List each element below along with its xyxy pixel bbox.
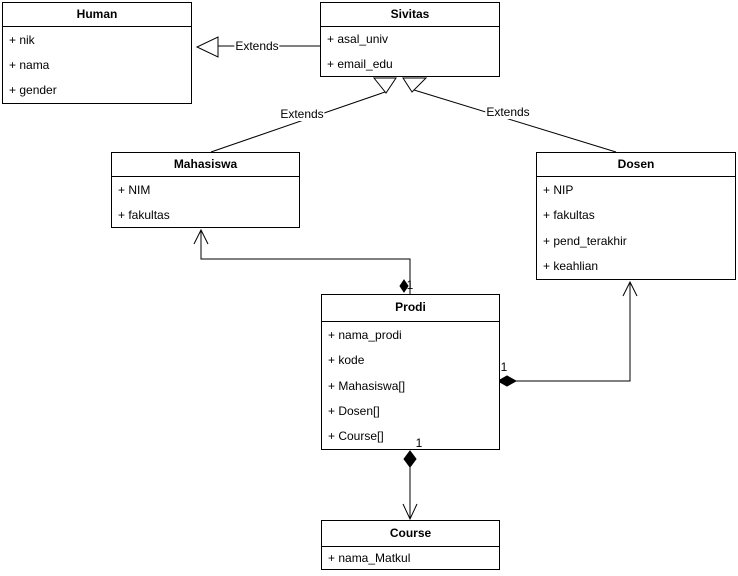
class-attribute: + NIM	[118, 182, 151, 197]
class-attribute: + pend_terakhir	[543, 233, 627, 248]
class-attribute: + asal_univ	[327, 32, 389, 47]
edge-prodi-to-course[interactable]	[402, 450, 418, 521]
edge-dosen-extends-sivitas[interactable]	[402, 77, 617, 153]
class-attribute: + nama_prodi	[328, 327, 402, 342]
generalization-arrowhead-icon	[402, 77, 428, 93]
edge-line	[200, 230, 411, 294]
open-arrowhead-icon	[622, 280, 638, 297]
class-box-sivitas[interactable]: Sivitas + asal_univ + email_edu	[320, 2, 500, 77]
class-attributes: + nama_prodi + kode + Mahasiswa[] + Dose…	[322, 322, 499, 449]
generalization-arrowhead-icon	[195, 36, 219, 58]
class-attribute: + keahlian	[543, 259, 599, 274]
class-attributes: + asal_univ + email_edu	[321, 27, 499, 76]
class-attribute: + NIP	[543, 182, 574, 197]
class-attribute: + nama	[9, 57, 50, 72]
class-box-course[interactable]: Course + nama_Matkul	[321, 520, 500, 570]
class-box-human[interactable]: Human + nik + nama + gender	[2, 2, 192, 104]
extends-label-sivitas-human: Extends	[234, 39, 280, 53]
class-attributes: + nik + nama + gender	[3, 27, 191, 103]
class-attributes: + NIM + fakultas	[112, 177, 299, 227]
open-arrowhead-icon	[193, 228, 209, 245]
class-attribute: + kode	[328, 353, 365, 368]
aggregation-diamond-icon	[496, 375, 518, 387]
class-attribute: + email_edu	[327, 56, 393, 71]
class-attribute: + fakultas	[118, 207, 170, 222]
class-box-dosen[interactable]: Dosen + NIP + fakultas + pend_terakhir +…	[536, 152, 736, 280]
extends-label-dosen-sivitas: Extends	[485, 105, 531, 119]
class-box-mahasiswa[interactable]: Mahasiswa + NIM + fakultas	[111, 152, 300, 228]
class-attribute: + gender	[9, 83, 57, 98]
class-title: Sivitas	[321, 3, 499, 27]
generalization-arrowhead-icon	[372, 77, 397, 94]
class-title: Mahasiswa	[112, 153, 299, 177]
diamond-marker-icon	[399, 279, 409, 293]
class-title: Course	[322, 521, 499, 547]
class-attribute: + Course[]	[328, 429, 384, 444]
open-arrowhead-icon	[402, 503, 418, 521]
extends-label-mahasiswa-sivitas: Extends	[279, 107, 325, 121]
edge-prodi-to-mahasiswa[interactable]	[193, 228, 411, 294]
class-title: Human	[3, 3, 191, 27]
edge-line	[516, 282, 631, 382]
aggregation-diamond-icon	[403, 450, 417, 468]
multiplicity-prodi-dosen: 1	[500, 360, 508, 374]
edge-prodi-to-dosen[interactable]	[496, 280, 638, 387]
class-attribute: + Mahasiswa[]	[328, 378, 406, 393]
multiplicity-prodi-mahasiswa: 1	[406, 278, 414, 292]
edge-line	[413, 89, 617, 153]
edge-line	[210, 91, 386, 153]
class-attributes: + NIP + fakultas + pend_terakhir + keahl…	[537, 177, 735, 279]
class-box-prodi[interactable]: Prodi + nama_prodi + kode + Mahasiswa[] …	[321, 294, 500, 450]
class-title: Prodi	[322, 295, 499, 322]
multiplicity-prodi-course: 1	[415, 436, 423, 450]
edge-mahasiswa-extends-sivitas[interactable]	[210, 77, 397, 153]
class-attributes: + nama_Matkul	[322, 547, 499, 569]
class-attribute: + nik	[9, 32, 35, 47]
class-attribute: + Dosen[]	[328, 403, 380, 418]
class-title: Dosen	[537, 153, 735, 177]
class-attribute: + fakultas	[543, 208, 595, 223]
class-attribute: + nama_Matkul	[328, 551, 411, 565]
